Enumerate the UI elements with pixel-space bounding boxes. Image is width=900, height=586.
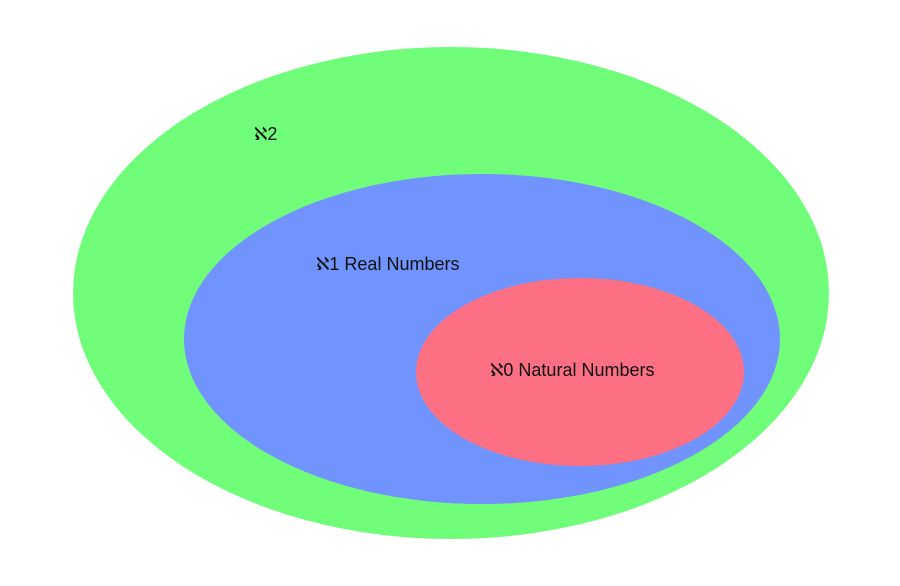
- aleph-1-label: ℵ1 Real Numbers: [316, 254, 459, 274]
- aleph-0-label: ℵ0 Natural Numbers: [490, 360, 654, 380]
- aleph-0-set-ellipse: [416, 278, 744, 466]
- aleph-2-label: ℵ2: [254, 124, 277, 144]
